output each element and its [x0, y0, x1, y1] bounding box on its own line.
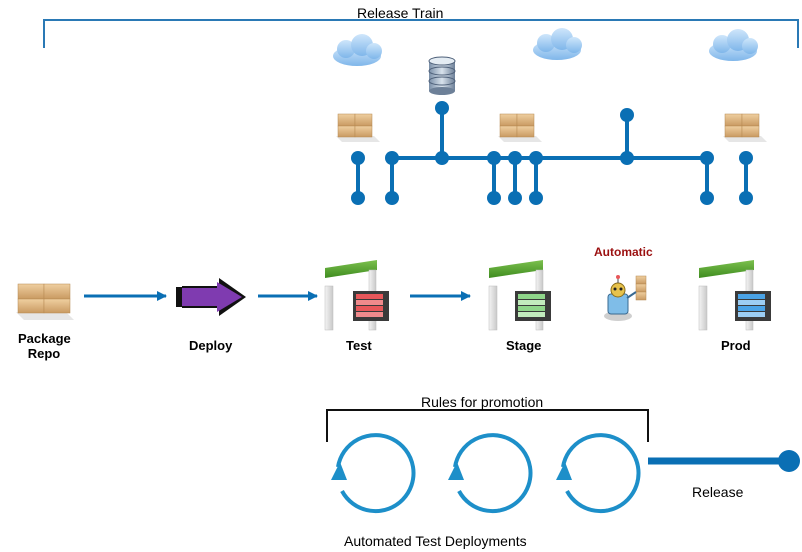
cloud-icon — [333, 34, 382, 66]
cloud-icon — [533, 28, 582, 60]
track-nodes — [351, 101, 753, 205]
deploy-label: Deploy — [189, 338, 233, 353]
release-train-label: Release Train — [357, 5, 444, 21]
package-box-icon — [723, 113, 767, 142]
prod-label: Prod — [721, 338, 751, 353]
test-gate-icon — [324, 260, 389, 331]
test-label: Test — [346, 338, 372, 353]
automatic-label: Automatic — [594, 245, 653, 259]
release-train-track — [356, 108, 748, 198]
rules-for-promotion-label: Rules for promotion — [421, 394, 544, 410]
package-repo-label-line2: Repo — [27, 346, 61, 361]
prod-gate-icon — [698, 260, 771, 331]
stage-label: Stage — [506, 338, 542, 353]
cycle-icon — [448, 433, 533, 514]
package-repo-icon — [16, 283, 74, 320]
automated-test-deployments-label: Automated Test Deployments — [344, 533, 527, 549]
cloud-icon — [709, 29, 758, 61]
cycle-icon — [331, 433, 416, 514]
rules-bracket — [326, 409, 649, 442]
release-train-bracket — [43, 19, 799, 48]
package-box-icon — [336, 113, 380, 142]
database-icon — [428, 56, 456, 95]
release-label: Release — [692, 484, 744, 500]
package-repo-label: Package Repo — [18, 331, 71, 361]
cycle-icon — [556, 433, 641, 514]
release-connector — [648, 450, 800, 472]
deploy-arrow-icon — [176, 278, 246, 316]
robot-icon — [604, 275, 647, 321]
package-box-icon — [498, 113, 542, 142]
package-repo-label-line1: Package — [18, 331, 71, 346]
stage-gate-icon — [488, 260, 551, 331]
